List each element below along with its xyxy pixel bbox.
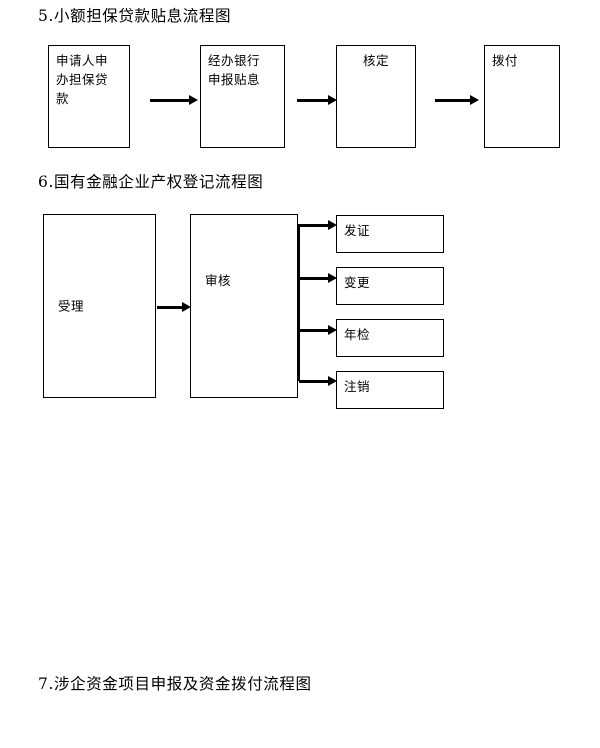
section-6-box-issue-label: 发证 <box>344 223 371 238</box>
section-5-box-applicant: 申请人申 办担保贷 款 <box>48 45 130 148</box>
section-6-box-change: 变更 <box>336 267 444 305</box>
section-6-title: 6.国有金融企业产权登记流程图 <box>38 173 264 191</box>
section-6-box-issue: 发证 <box>336 215 444 253</box>
section-6-box-cancellation-label: 注销 <box>344 379 371 394</box>
section-7-title: 7.涉企资金项目申报及资金拨付流程图 <box>38 675 312 693</box>
section-6-box-review: 审核 <box>190 214 298 398</box>
section-6-box-acceptance-label: 受理 <box>58 298 85 314</box>
section-6-fanout-bus-line <box>297 224 300 381</box>
section-5-box-verify: 核定 <box>336 45 416 148</box>
section-5-box-bank-label: 经办银行 申报贴息 <box>208 53 261 87</box>
section-5-box-disburse-label: 拨付 <box>492 53 519 68</box>
section-6-box-annual-inspection-label: 年检 <box>344 327 371 342</box>
section-6-box-change-label: 变更 <box>344 275 371 290</box>
section-5-box-verify-label: 核定 <box>362 53 389 68</box>
section-5-title: 5.小额担保贷款贴息流程图 <box>38 7 232 25</box>
section-5-box-applicant-label: 申请人申 办担保贷 款 <box>56 53 109 106</box>
section-6-box-review-label: 审核 <box>205 273 232 288</box>
section-5-box-bank: 经办银行 申报贴息 <box>200 45 285 148</box>
section-6-box-acceptance: 受理 <box>43 214 156 398</box>
section-6-box-annual-inspection: 年检 <box>336 319 444 357</box>
section-5-box-disburse: 拨付 <box>484 45 560 148</box>
section-6-box-cancellation: 注销 <box>336 371 444 409</box>
